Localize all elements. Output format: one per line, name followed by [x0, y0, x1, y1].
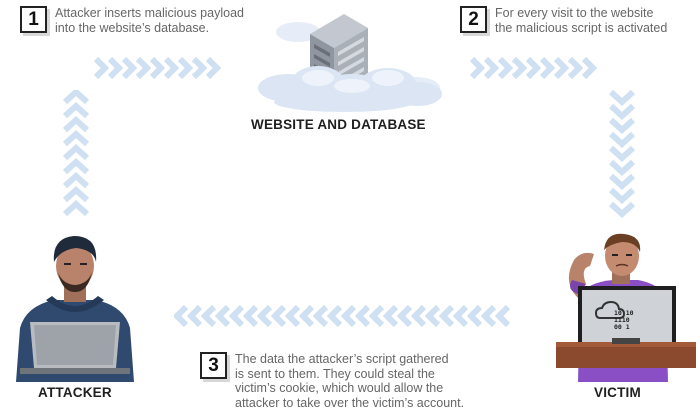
step-3-text: The data the attacker’s script gathered …	[235, 352, 464, 410]
screen-code-line-1: 10 10	[614, 309, 634, 317]
step-3-line-2: is sent to them. They could steal the	[235, 366, 435, 381]
step-1-line-2: into the website’s database.	[55, 20, 210, 35]
attacker-label: ATTACKER	[38, 385, 112, 400]
website-label: WEBSITE AND DATABASE	[251, 117, 426, 132]
step-number-3: 3	[200, 352, 227, 379]
arrow-down-victim	[608, 90, 636, 219]
step-2-line-2: the malicious script is activated	[495, 20, 668, 35]
step-number-2: 2	[460, 6, 487, 33]
step-1-text: Attacker inserts malicious payload into …	[55, 6, 244, 35]
victim-label: VICTIM	[594, 385, 641, 400]
screen-code-line-3: 00 1	[614, 323, 630, 331]
victim-screen-code: 10 10 1110 00 1	[614, 310, 634, 331]
arrow-victim-to-attacker	[174, 304, 511, 328]
step-1: 1 Attacker inserts malicious payload int…	[20, 6, 244, 35]
server-cloud-icon	[258, 14, 442, 112]
step-3-line-3: victim’s cookie, which would allow the	[235, 381, 444, 395]
screen-code-line-2: 1110	[614, 316, 630, 324]
step-3: 3 The data the attacker’s script gathere…	[200, 352, 464, 410]
step-3-line-1: The data the attacker’s script gathered	[235, 352, 449, 366]
attacker-figure-icon	[16, 236, 134, 382]
step-2: 2 For every visit to the website the mal…	[460, 6, 667, 35]
arrow-attacker-to-website	[94, 56, 222, 80]
step-number-1: 1	[20, 6, 47, 33]
step-1-line-1: Attacker inserts malicious payload	[55, 6, 244, 20]
arrow-up-attacker	[62, 90, 90, 217]
step-2-line-1: For every visit to the website	[495, 6, 654, 20]
victim-figure-icon	[556, 233, 696, 382]
step-3-line-4: attacker to take over the victim’s accou…	[235, 395, 465, 410]
step-2-text: For every visit to the website the malic…	[495, 6, 667, 35]
arrow-website-to-victim	[470, 56, 598, 80]
